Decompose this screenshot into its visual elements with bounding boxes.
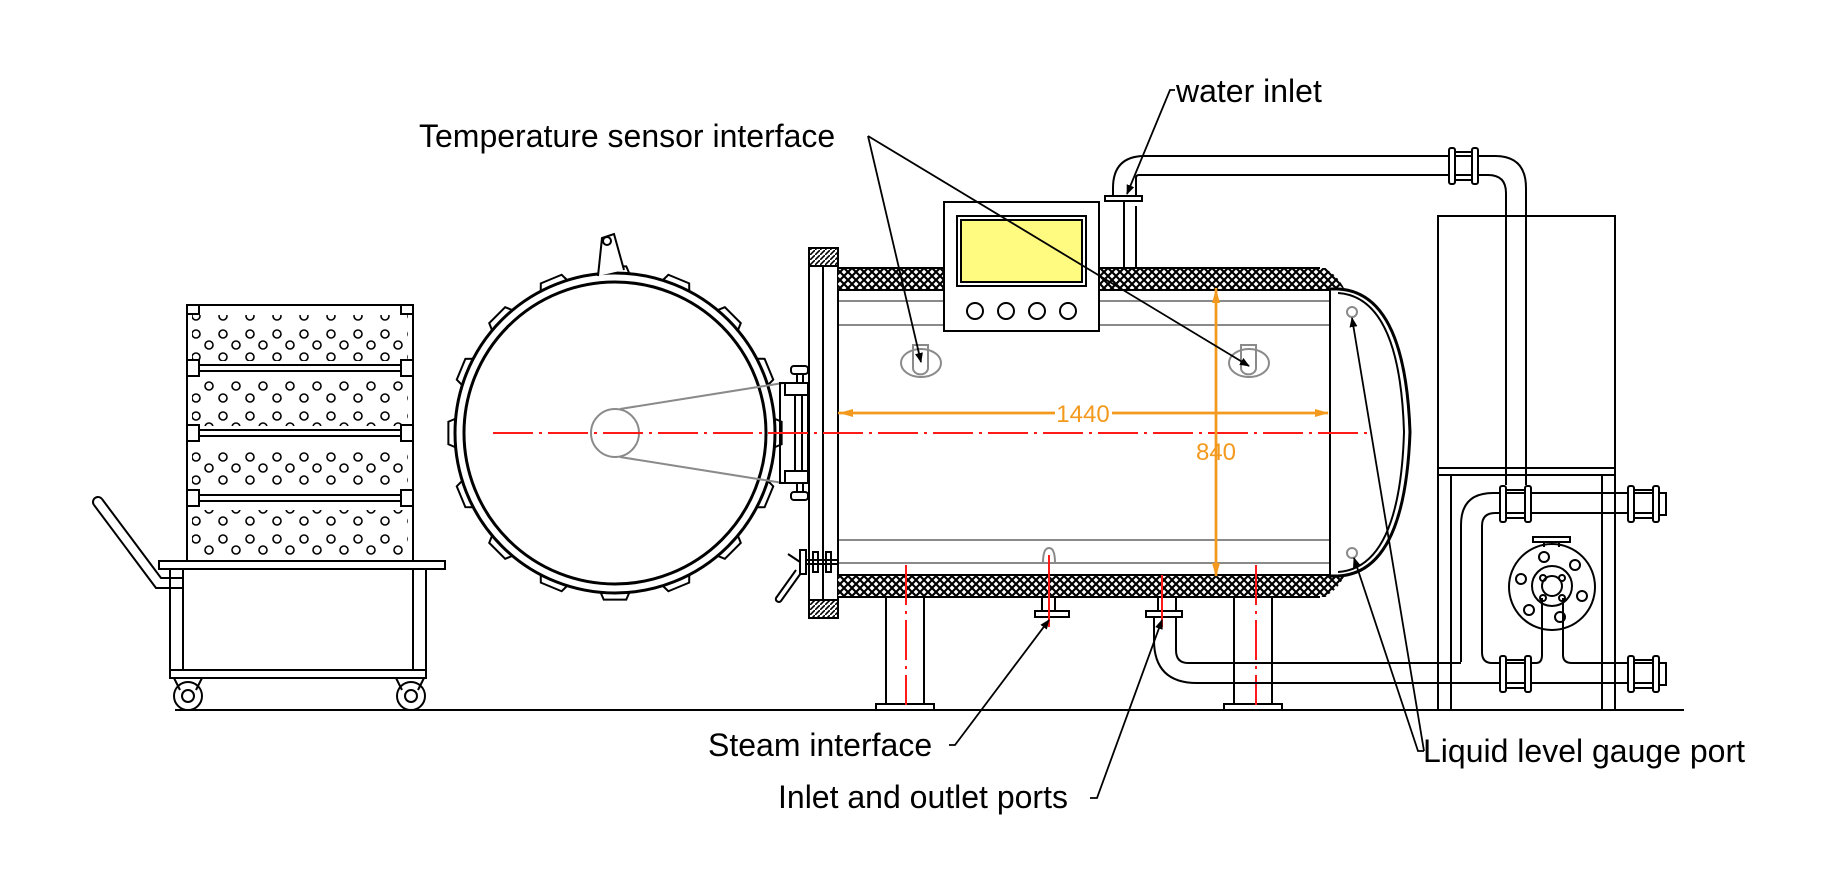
dimension-diameter-text: 840 bbox=[1196, 439, 1236, 466]
door-front-view bbox=[447, 232, 784, 601]
control-button-2 bbox=[997, 302, 1015, 320]
dimension-length: 1440 bbox=[838, 400, 1329, 428]
leader-water-inlet bbox=[1126, 89, 1175, 195]
insulation-top-end bbox=[1315, 268, 1345, 290]
door-inner-plate bbox=[462, 280, 768, 586]
basket-tier-3 bbox=[192, 445, 408, 491]
cart-wheel-right bbox=[395, 677, 426, 711]
label-temperature-sensor: Temperature sensor interface bbox=[419, 118, 835, 154]
leader-temp-sensor-right bbox=[867, 135, 1250, 367]
door-lifting-lug bbox=[597, 232, 625, 277]
leader-lines bbox=[867, 89, 1425, 799]
label-water-inlet: water inlet bbox=[1175, 73, 1322, 109]
cart-handle bbox=[93, 498, 183, 589]
basket-tier-1 bbox=[192, 315, 408, 361]
steam-nozzle bbox=[1034, 546, 1070, 627]
pipe-end-cap bbox=[1658, 662, 1667, 686]
control-button-3 bbox=[1028, 302, 1046, 320]
vessel-support-right bbox=[1223, 565, 1283, 711]
dimension-diameter: 840 bbox=[1196, 288, 1236, 577]
water-inlet-pipe bbox=[1104, 155, 1527, 485]
control-button-1 bbox=[966, 302, 984, 320]
leader-inlet-outlet bbox=[1090, 619, 1163, 799]
vessel-dished-head bbox=[1330, 287, 1412, 578]
leader-liquid-level-bottom bbox=[1353, 557, 1424, 752]
basket-stack bbox=[186, 304, 414, 566]
door-hinge bbox=[779, 365, 809, 501]
pipe-flange bbox=[1627, 655, 1660, 693]
pipe-flanges bbox=[1499, 485, 1667, 693]
pipe-flange bbox=[1499, 485, 1532, 523]
liquid-level-port-top bbox=[1346, 306, 1358, 318]
control-panel bbox=[943, 201, 1100, 332]
label-steam-interface: Steam interface bbox=[708, 727, 932, 763]
temp-sensor-port-left bbox=[900, 344, 942, 378]
pipe-end-cap bbox=[1658, 492, 1667, 516]
dimension-length-text: 1440 bbox=[1056, 401, 1109, 428]
pipe-flange bbox=[1499, 655, 1532, 693]
inlet-outlet-nozzle bbox=[1145, 575, 1183, 627]
circulation-pipes bbox=[1153, 492, 1660, 684]
pipe-flange bbox=[1627, 485, 1660, 523]
circulation-pump bbox=[1508, 536, 1596, 631]
tank-frame bbox=[1437, 215, 1616, 710]
leader-temp-sensor-left bbox=[867, 135, 923, 363]
label-inlet-outlet-ports: Inlet and outlet ports bbox=[778, 779, 1068, 815]
liquid-level-port-bottom bbox=[1346, 547, 1358, 559]
insulation-bottom bbox=[838, 575, 1328, 597]
basket-tier-2 bbox=[192, 380, 408, 426]
cart-frame bbox=[169, 568, 427, 674]
temp-sensor-port-right bbox=[1228, 344, 1270, 378]
cart-deck bbox=[158, 560, 446, 570]
basket-tier-4 bbox=[192, 510, 408, 556]
control-screen bbox=[960, 219, 1083, 283]
label-liquid-level-gauge: Liquid level gauge port bbox=[1423, 733, 1745, 769]
door-clamp-handle bbox=[774, 549, 838, 603]
loading-cart bbox=[92, 304, 446, 711]
leader-liquid-level-top bbox=[1349, 317, 1425, 752]
leader-steam bbox=[949, 619, 1050, 746]
cart-wheel-left bbox=[173, 677, 203, 711]
vessel-support-left bbox=[875, 565, 935, 711]
control-button-4 bbox=[1059, 302, 1077, 320]
pipe-flange-top bbox=[1448, 147, 1479, 185]
